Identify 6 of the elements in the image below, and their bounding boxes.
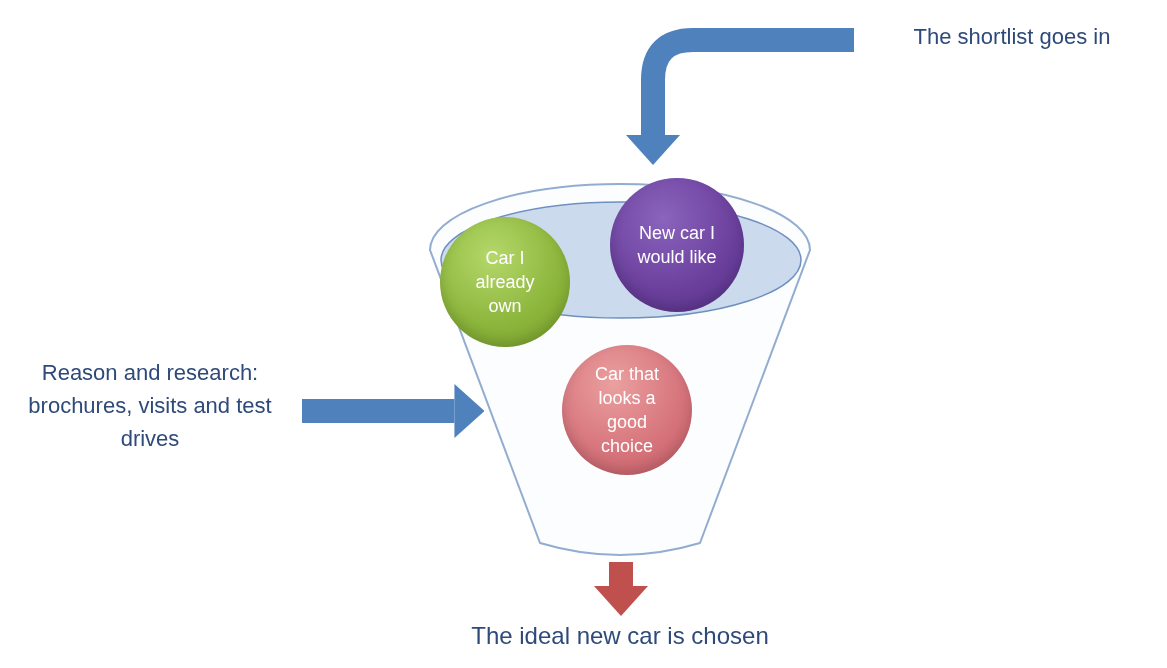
block-arrow [594, 562, 648, 616]
caption-text: The ideal new car is chosen [470, 621, 770, 651]
caption-text: Reason and research: brochures, visits and test drives [27, 359, 273, 453]
block-arrow [626, 28, 854, 165]
block-arrow [302, 384, 485, 438]
caption-text: The shortlist goes in [912, 23, 1112, 51]
